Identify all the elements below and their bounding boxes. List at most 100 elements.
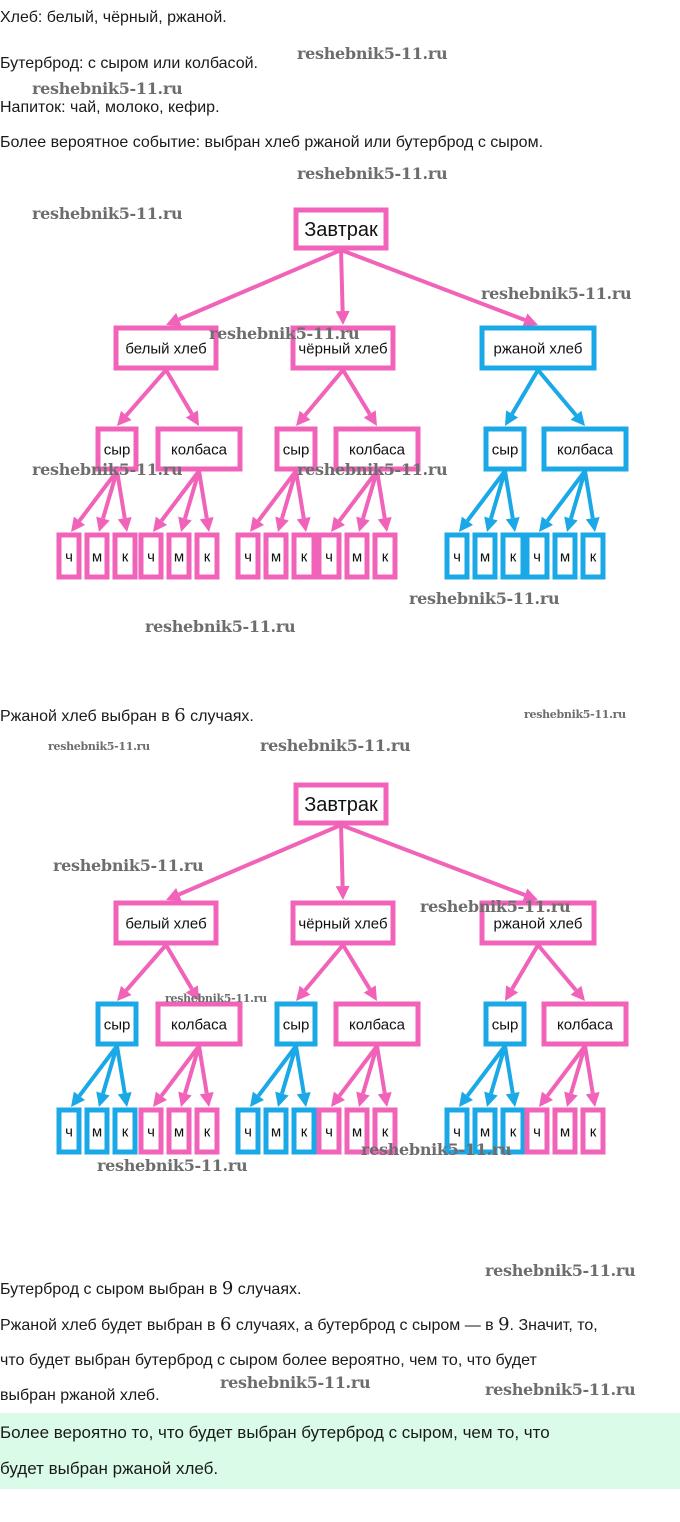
node-drink-label: к (590, 548, 597, 565)
node-bread-label: белый хлеб (125, 340, 206, 357)
arrow-line (465, 469, 507, 523)
text-sandwich: Бутерброд: с сыром или колбасой. (0, 55, 258, 72)
arrow-line (340, 248, 526, 322)
text-result-rye: Ржаной хлеб выбран в 6 случаях. (0, 705, 254, 726)
node-drink (84, 1107, 110, 1155)
arrow-line (375, 1045, 387, 1094)
arrow-head (484, 1091, 498, 1107)
node-root-label: Завтрак (304, 794, 378, 816)
node-filling (483, 426, 527, 472)
watermark: reshebnik5-11.ru (524, 708, 626, 721)
arrow-line (510, 943, 540, 990)
node-bread (290, 900, 396, 946)
node-drink (263, 1107, 289, 1155)
node-filling (333, 1001, 421, 1047)
node-drink (166, 1107, 192, 1155)
node-drink-label: ч (65, 548, 73, 565)
node-drink (344, 532, 370, 580)
answer-box: Более вероятно то, что будет выбран буте… (0, 1413, 680, 1489)
answer-line-1: Более вероятно то, что будет выбран буте… (0, 1423, 550, 1442)
node-filling (483, 1001, 527, 1047)
arrow-line (569, 1045, 587, 1095)
node-drink-label: ч (533, 548, 541, 565)
arrow-head (331, 516, 346, 532)
node-filling-label: колбаса (557, 441, 614, 458)
node-filling-label: сыр (104, 441, 131, 458)
node-filling (155, 426, 243, 472)
arrow-head (356, 516, 370, 532)
arrow-line (583, 1045, 595, 1094)
arrow-head (117, 410, 132, 426)
node-drink-label: ч (453, 548, 461, 565)
arrow-head (522, 888, 538, 902)
watermark: reshebnik5-11.ru (32, 79, 183, 98)
arrow-head (539, 1091, 554, 1107)
arrow-head (117, 985, 132, 1001)
node-drink-label: м (352, 1123, 362, 1140)
arrow-head (250, 1091, 265, 1107)
node-drink-label: к (122, 548, 129, 565)
watermark: reshebnik5-11.ru (165, 992, 267, 1005)
node-drink (235, 1107, 261, 1155)
node-drink-label: ч (325, 1123, 333, 1140)
arrow-head (71, 1091, 86, 1107)
arrow-line (536, 368, 578, 417)
arrow-line (341, 943, 372, 991)
node-bread-label: чёрный хлеб (298, 340, 387, 357)
arrow-head (505, 517, 520, 532)
node-drink (344, 1107, 370, 1155)
arrow-line (178, 823, 342, 897)
answer-line-2: будет выбран ржаной хлеб. (0, 1459, 219, 1478)
node-drink-label: ч (533, 1123, 541, 1140)
arrow-head (185, 985, 199, 1001)
node-drink (56, 1107, 82, 1155)
watermark: reshebnik5-11.ru (297, 164, 448, 183)
node-bread (290, 325, 396, 371)
watermark: reshebnik5-11.ru (420, 897, 571, 916)
node-drink (500, 532, 526, 580)
arrow-head (564, 516, 578, 532)
watermark: reshebnik5-11.ru (297, 460, 448, 479)
node-drink (372, 1107, 398, 1155)
node-drink-label: ч (65, 1123, 73, 1140)
node-drink (84, 532, 110, 580)
watermark: reshebnik5-11.ru (485, 1380, 636, 1399)
node-drink (552, 1107, 578, 1155)
node-bread-label: ржаной хлеб (494, 915, 583, 932)
node-filling-label: колбаса (349, 441, 406, 458)
arrow-head (296, 985, 311, 1001)
node-drink (580, 532, 606, 580)
node-drink (372, 532, 398, 580)
node-root-label: Завтрак (304, 219, 378, 241)
node-drink (235, 532, 261, 580)
node-drink (316, 1107, 342, 1155)
arrow-head (505, 985, 519, 1001)
arrow-head (178, 516, 192, 532)
node-drink-label: к (301, 548, 308, 565)
node-drink (500, 1107, 526, 1155)
watermark: reshebnik5-11.ru (409, 589, 560, 608)
arrow-head (275, 516, 289, 532)
node-filling-label: колбаса (171, 1016, 228, 1033)
arrow-line (583, 470, 595, 519)
arrow-head (377, 1092, 392, 1107)
text-question: Более вероятное событие: выбран хлеб ржа… (0, 134, 544, 151)
node-drink (472, 532, 498, 580)
node-drink-label: к (301, 1123, 308, 1140)
node-filling-label: сыр (283, 441, 310, 458)
arrow-head (178, 1091, 192, 1107)
arrow-head (199, 1092, 214, 1107)
arrow-line (341, 368, 372, 416)
arrow-head (117, 517, 132, 532)
arrow-line (197, 470, 209, 519)
arrow-head (96, 1091, 110, 1107)
watermark: reshebnik5-11.ru (209, 324, 360, 343)
node-drink (524, 1107, 550, 1155)
arrow-line (159, 469, 201, 523)
arrow-line (280, 470, 298, 520)
node-drink (580, 1107, 606, 1155)
node-drink-label: к (382, 548, 389, 565)
watermark: reshebnik5-11.ru (485, 1261, 636, 1280)
node-drink (112, 532, 138, 580)
node-filling (95, 426, 139, 472)
